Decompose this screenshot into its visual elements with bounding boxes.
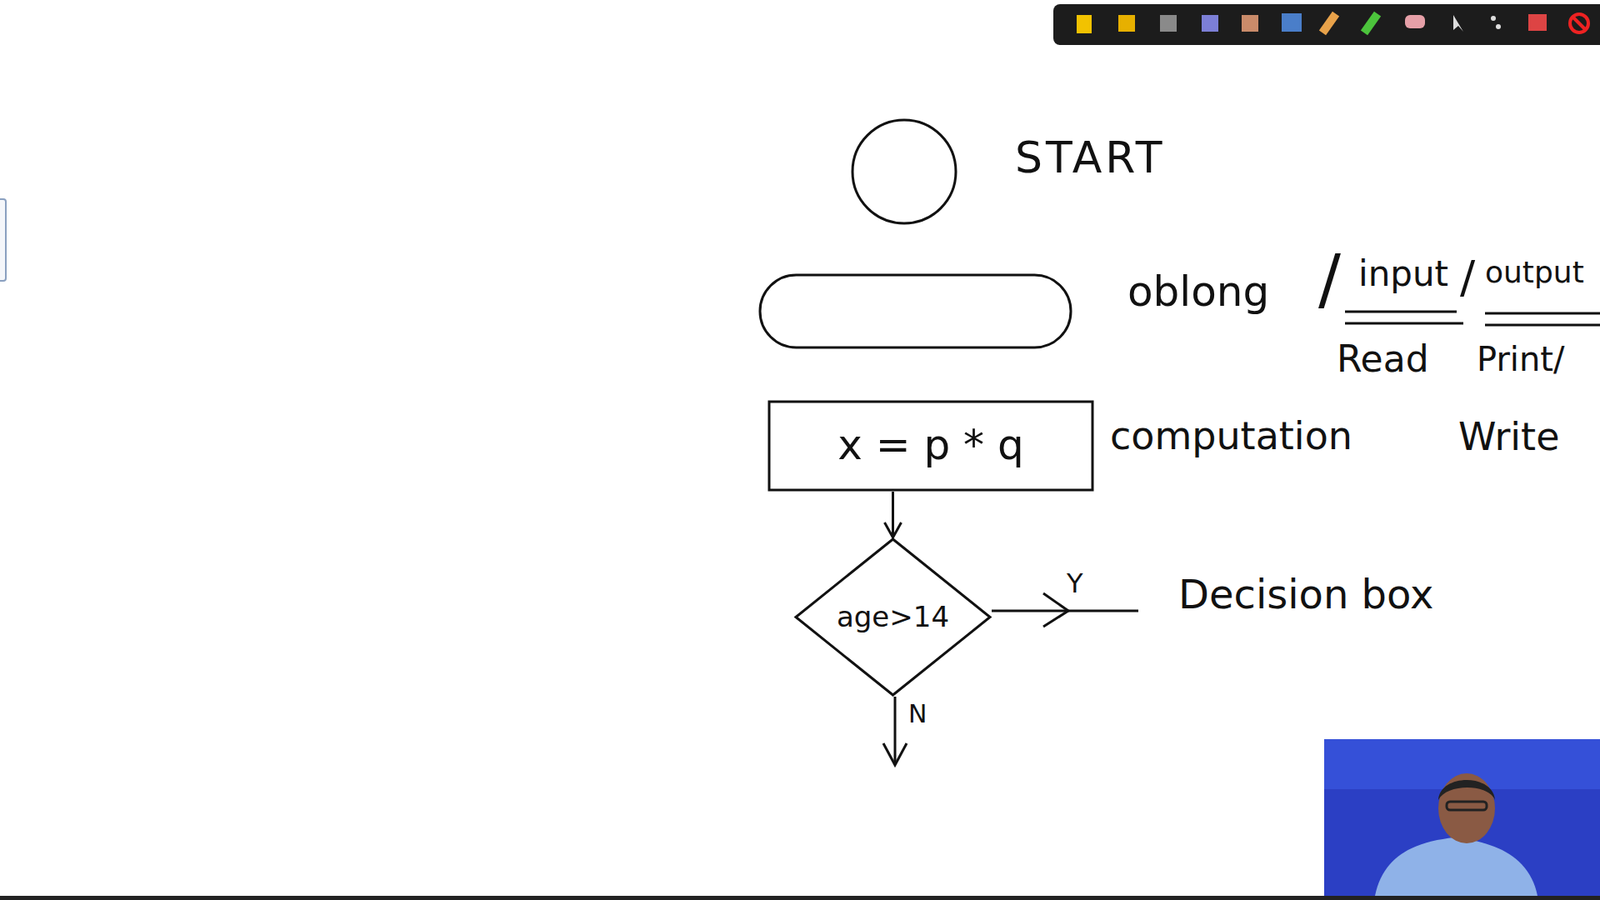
arrowhead xyxy=(1043,593,1069,627)
branch-line xyxy=(894,696,897,765)
underline xyxy=(1485,312,1600,315)
toolbar-icon xyxy=(1572,16,1586,30)
webcam-panel xyxy=(1324,739,1600,896)
board-label: N xyxy=(908,700,927,730)
bottom-bar xyxy=(0,895,1600,900)
node-text: age>14 xyxy=(836,600,950,634)
board-label: Read xyxy=(1336,338,1430,381)
flow-arrow xyxy=(885,491,902,538)
oblong-box: oblong xyxy=(758,273,1073,350)
rect-outline xyxy=(769,401,1093,490)
node-caption: START xyxy=(1015,133,1165,184)
arrowhead xyxy=(883,743,907,765)
toolbar-icon xyxy=(1495,24,1501,30)
toolbar-icon xyxy=(1160,15,1177,32)
toolbar-icon xyxy=(1570,14,1589,33)
toolbar-icon xyxy=(1528,14,1547,31)
underline xyxy=(1345,322,1464,325)
board-label: Y xyxy=(1066,568,1084,600)
toolbar-icon xyxy=(1281,13,1302,32)
node-caption: oblong xyxy=(1127,268,1270,317)
board-label: Write xyxy=(1458,415,1560,460)
person-glasses xyxy=(1446,801,1487,810)
side-tab xyxy=(0,199,6,281)
shape-outline xyxy=(758,273,1073,350)
flow-line xyxy=(891,491,895,538)
toolbar-icon xyxy=(1118,15,1135,32)
board-label: / xyxy=(1318,241,1341,319)
underline xyxy=(1345,310,1457,314)
person-head xyxy=(1438,773,1495,844)
diamond-outline xyxy=(795,539,990,695)
board-label: Print/ xyxy=(1476,340,1565,379)
toolbar xyxy=(1053,4,1600,45)
oblong-outline xyxy=(760,275,1071,348)
board-label: input xyxy=(1358,254,1449,295)
toolbar-icon xyxy=(1241,15,1259,32)
board-label: / xyxy=(1460,251,1475,304)
toolbar-icon xyxy=(1360,11,1381,36)
person-hair xyxy=(1438,780,1495,800)
underline xyxy=(1485,324,1600,327)
node-text: x = p * q xyxy=(837,421,1025,470)
arrowhead xyxy=(885,522,902,538)
toolbar-icon xyxy=(1405,15,1425,29)
toolbar-icon xyxy=(1453,15,1464,32)
decision-diamond: age>14Decision box xyxy=(794,537,992,697)
shape-outline xyxy=(850,118,958,225)
board-label: output xyxy=(1485,255,1585,290)
person-body xyxy=(1375,837,1538,896)
start-circle: START xyxy=(850,118,958,225)
process-box: x = p * qcomputation xyxy=(767,400,1095,492)
toolbar-icon xyxy=(1076,15,1092,34)
toolbar-icon xyxy=(1490,15,1496,21)
circle-outline xyxy=(852,120,956,224)
node-caption: Decision box xyxy=(1178,571,1434,618)
toolbar-icon xyxy=(1319,11,1340,36)
node-caption: computation xyxy=(1110,414,1353,459)
toolbar-icon xyxy=(1201,15,1219,32)
